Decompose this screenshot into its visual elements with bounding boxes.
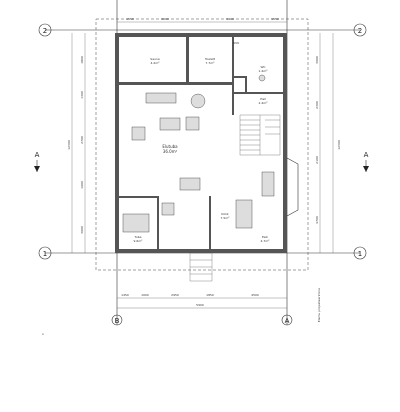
armchair-2 (185, 116, 200, 131)
svg-text:36.0m²: 36.0m² (163, 149, 178, 154)
dimension-top: 1550 3000 3400 1550 (117, 17, 287, 23)
svg-text:1: 1 (43, 250, 47, 258)
svg-text:A: A (285, 317, 290, 325)
shower (161, 202, 175, 216)
axis-marker-a-bottom: A (281, 314, 293, 326)
svg-text:2.4m²: 2.4m² (259, 101, 269, 105)
sofa (145, 92, 177, 104)
room-label-entry: Esik 4.7m² (261, 235, 271, 243)
bed (122, 213, 150, 233)
svg-text:2100: 2100 (315, 156, 319, 164)
svg-text:1600: 1600 (80, 181, 84, 189)
room-label-living: Elutuba 36.0m² (162, 144, 178, 154)
dimension-bottom: 1450 1000 2950 1850 4500 5900 (117, 293, 287, 309)
kitchen-unit (235, 199, 253, 229)
axis-marker-bottom-right: 1 (353, 246, 367, 260)
svg-text:4.7m²: 4.7m² (261, 239, 271, 243)
svg-text:1.4m²: 1.4m² (259, 69, 269, 73)
round-table (190, 93, 206, 109)
furniture (122, 74, 275, 233)
svg-text:3000: 3000 (315, 56, 319, 64)
svg-text:Köök: Köök (221, 212, 228, 216)
svg-text:A: A (364, 151, 369, 159)
room-label-sauna: Sauna 4.2m² (150, 57, 160, 65)
svg-text:1: 1 (358, 250, 362, 258)
svg-text:4500: 4500 (251, 293, 259, 297)
svg-text:3000: 3000 (80, 226, 84, 234)
svg-text:12300: 12300 (67, 140, 71, 150)
interior-walls (119, 37, 284, 251)
ovk-label: OVK (233, 41, 240, 45)
staircase (239, 114, 281, 156)
toilet (258, 74, 266, 82)
dimension-left: 12300 1800 1300 2700 1600 3000 (67, 33, 86, 253)
entry-steps (189, 252, 213, 282)
armchair (131, 126, 146, 141)
svg-text:2700: 2700 (80, 136, 84, 144)
outer-walls (115, 33, 287, 253)
svg-text:B: B (115, 317, 120, 325)
roof-outline (95, 18, 309, 271)
svg-text:9.6m²: 9.6m² (134, 239, 144, 243)
svg-text:7.7m²: 7.7m² (206, 61, 216, 65)
coffee-table (159, 117, 181, 131)
svg-text:4.2m²: 4.2m² (151, 61, 161, 65)
section-marker-right: A (363, 151, 369, 172)
project-note: Elamu projekteerimine (317, 288, 321, 322)
section-marker-left: A (34, 151, 40, 172)
dining-table (261, 171, 275, 197)
axis-marker-top-right: 2 (353, 23, 367, 37)
kitchen-counter (179, 177, 201, 191)
svg-text:Tuba: Tuba (133, 235, 141, 239)
axis-marker-top-left: 2 (38, 23, 52, 37)
svg-text:1550: 1550 (126, 17, 134, 21)
svg-text:WC: WC (260, 65, 265, 69)
page-mark: x (42, 332, 44, 336)
svg-text:2: 2 (43, 27, 47, 35)
svg-text:1450: 1450 (121, 293, 129, 297)
grid-axis-lines (45, 0, 360, 325)
svg-text:Sauna: Sauna (150, 57, 160, 61)
svg-text:1800: 1800 (80, 56, 84, 64)
room-label-toilet: Toalett 7.7m² (204, 57, 216, 65)
svg-text:3400: 3400 (226, 17, 234, 21)
svg-text:Esik: Esik (262, 235, 268, 239)
svg-text:2950: 2950 (171, 293, 179, 297)
svg-text:5900: 5900 (196, 303, 204, 307)
room-label-wc: WC 1.4m² (259, 65, 269, 73)
svg-text:2: 2 (358, 27, 362, 35)
svg-text:4700: 4700 (315, 216, 319, 224)
svg-text:7.5m²: 7.5m² (221, 216, 231, 220)
svg-text:12300: 12300 (337, 140, 341, 150)
svg-text:2300: 2300 (315, 101, 319, 109)
svg-text:A: A (35, 151, 40, 159)
svg-text:1850: 1850 (206, 293, 214, 297)
axis-marker-b: B (111, 314, 123, 326)
svg-text:Elutuba: Elutuba (162, 144, 178, 149)
room-label-kitchen: Köök 7.5m² (221, 212, 231, 220)
svg-text:Hall: Hall (260, 97, 266, 101)
svg-text:1300: 1300 (80, 91, 84, 99)
svg-text:1000: 1000 (141, 293, 149, 297)
dimension-right: 12300 3000 2300 2100 4700 (315, 33, 341, 253)
svg-text:Toalett: Toalett (204, 57, 216, 61)
room-label-hall: Hall 2.4m² (259, 97, 269, 105)
room-label-bedroom: Tuba 9.6m² (133, 235, 143, 243)
svg-text:3000: 3000 (161, 17, 169, 21)
axis-marker-bottom-left: 1 (38, 246, 52, 260)
bay-window (286, 157, 299, 217)
svg-text:1550: 1550 (271, 17, 279, 21)
